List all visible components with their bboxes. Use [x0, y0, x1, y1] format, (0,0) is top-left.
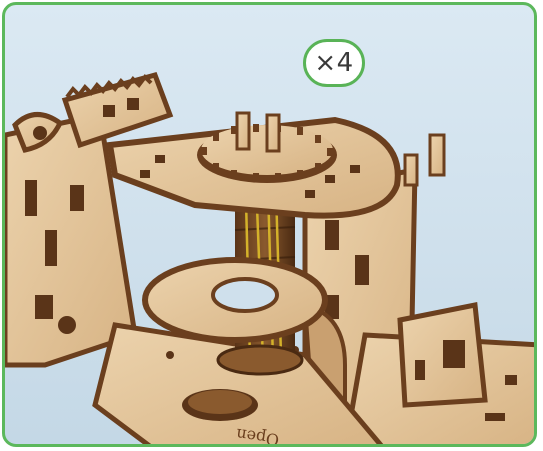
wooden-model-illustration: Open	[5, 5, 537, 447]
right-post	[405, 135, 444, 185]
quantity-badge: ×4	[303, 39, 365, 87]
left-gear-rack	[65, 75, 170, 145]
illustration-frame: Open	[2, 2, 537, 447]
